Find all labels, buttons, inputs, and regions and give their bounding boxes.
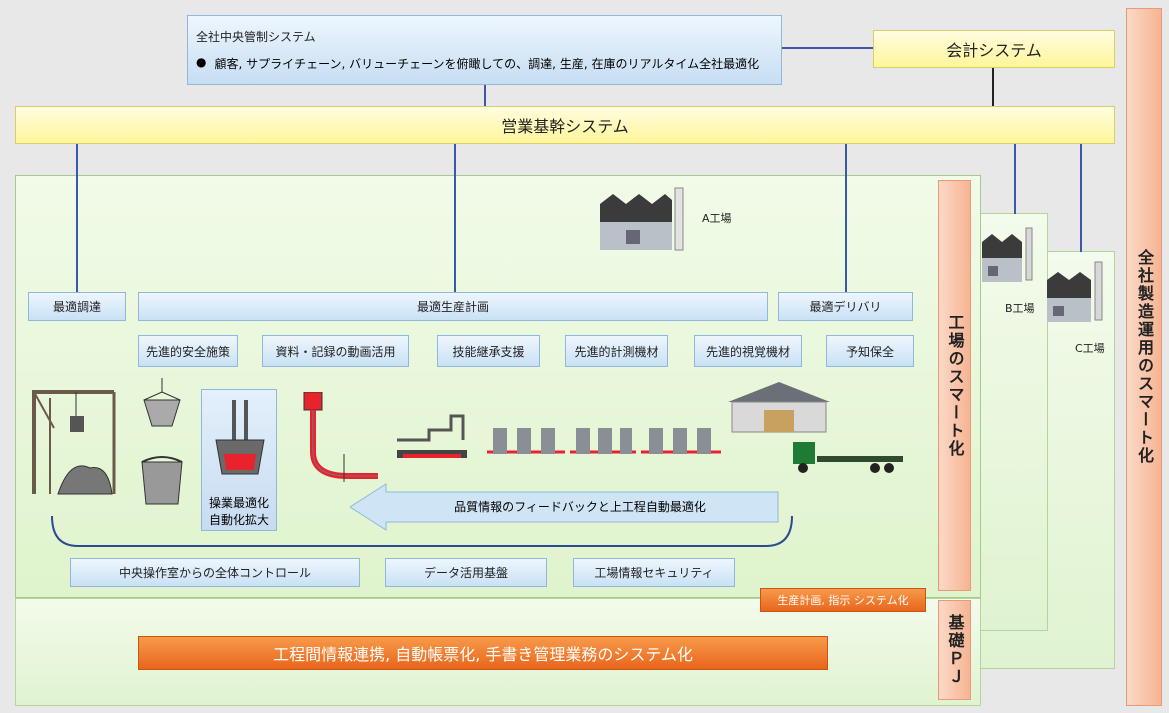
- scrap-bin-icon: [141, 456, 183, 505]
- factory-smart-label: 工場のスマート化: [938, 180, 971, 591]
- rolling-mill-1-icon: [487, 428, 565, 454]
- mill-stand-icon: [397, 414, 467, 458]
- bullet: ●: [196, 55, 207, 69]
- factory-a-panel: [15, 175, 981, 598]
- rolling-mill-2-icon: [570, 428, 636, 454]
- central-control-box: 全社中央管制システム ● 顧客, サプライチェーン, バリューチェーンを俯瞰して…: [187, 15, 782, 85]
- central-control-desc: 顧客, サプライチェーン, バリューチェーンを俯瞰しての、調達, 生産, 在庫の…: [214, 57, 760, 71]
- sales-core-system: 営業基幹システム: [15, 106, 1115, 144]
- production-plan-tag: 生産計画, 指示 システム化: [760, 588, 926, 612]
- factory-b-label: B工場: [1005, 302, 1035, 315]
- feedback-label: 品質情報のフィードバックと上工程自動最適化: [454, 500, 706, 514]
- truck-icon: [793, 442, 903, 473]
- data-platform: データ活用基盤: [385, 558, 547, 587]
- feedback-arrow: [350, 483, 779, 531]
- connector-line: [1014, 144, 1016, 214]
- operation-optimization-box: 操業最適化 自動化拡大: [201, 389, 277, 531]
- initiative-predictive: 予知保全: [826, 335, 914, 367]
- central-control-room: 中央操作室からの全体コントロール: [70, 558, 360, 587]
- initiative-vision: 先進的視覚機材: [694, 335, 802, 367]
- optimal-delivery: 最適デリバリ: [778, 292, 913, 321]
- process-bracket: [51, 515, 793, 547]
- enterprise-smart-label: 全社製造運用のスマート化: [1126, 8, 1162, 706]
- operation-label: 操業最適化 自動化拡大: [208, 496, 269, 527]
- connector-line: [782, 47, 874, 49]
- connector-line: [484, 85, 486, 107]
- initiative-skill: 技能継承支援: [437, 335, 540, 367]
- foundation-pj-label: 基礎ＰＪ: [938, 600, 971, 700]
- initiative-safety: 先進的安全施策: [138, 335, 238, 367]
- connector-line: [845, 144, 847, 292]
- rolling-mill-3-icon: [641, 428, 721, 454]
- factory-a-icon: [600, 187, 684, 251]
- factory-security: 工場情報セキュリティ: [573, 558, 735, 587]
- central-control-title: 全社中央管制システム: [196, 30, 316, 44]
- factory-a-label: A工場: [702, 212, 732, 225]
- connector-line: [992, 68, 994, 106]
- factory-b-icon: [982, 227, 1033, 282]
- connector-line: [454, 144, 456, 292]
- crane-scrap-icon: [32, 390, 116, 495]
- connector-line: [76, 144, 78, 292]
- optimal-procurement: 最適調達: [28, 292, 126, 321]
- warehouse-icon: [728, 382, 830, 433]
- factory-c-icon: [1047, 261, 1103, 322]
- foundation-bar: 工程間情報連携, 自動帳票化, 手書き管理業務のシステム化: [138, 636, 828, 670]
- factory-c-label: C工場: [1075, 342, 1105, 355]
- scrap-bucket-icon: [143, 378, 181, 427]
- factory-b-panel: [980, 213, 1048, 631]
- connector-line: [1080, 144, 1082, 252]
- optimal-production-plan: 最適生産計画: [138, 292, 768, 321]
- accounting-system: 会計システム: [873, 30, 1115, 68]
- furnace-icon: [215, 400, 265, 475]
- initiative-measure: 先進的計測機材: [565, 335, 668, 367]
- initiative-video: 資料・記録の動画活用: [262, 335, 409, 367]
- casting-icon: [303, 392, 378, 482]
